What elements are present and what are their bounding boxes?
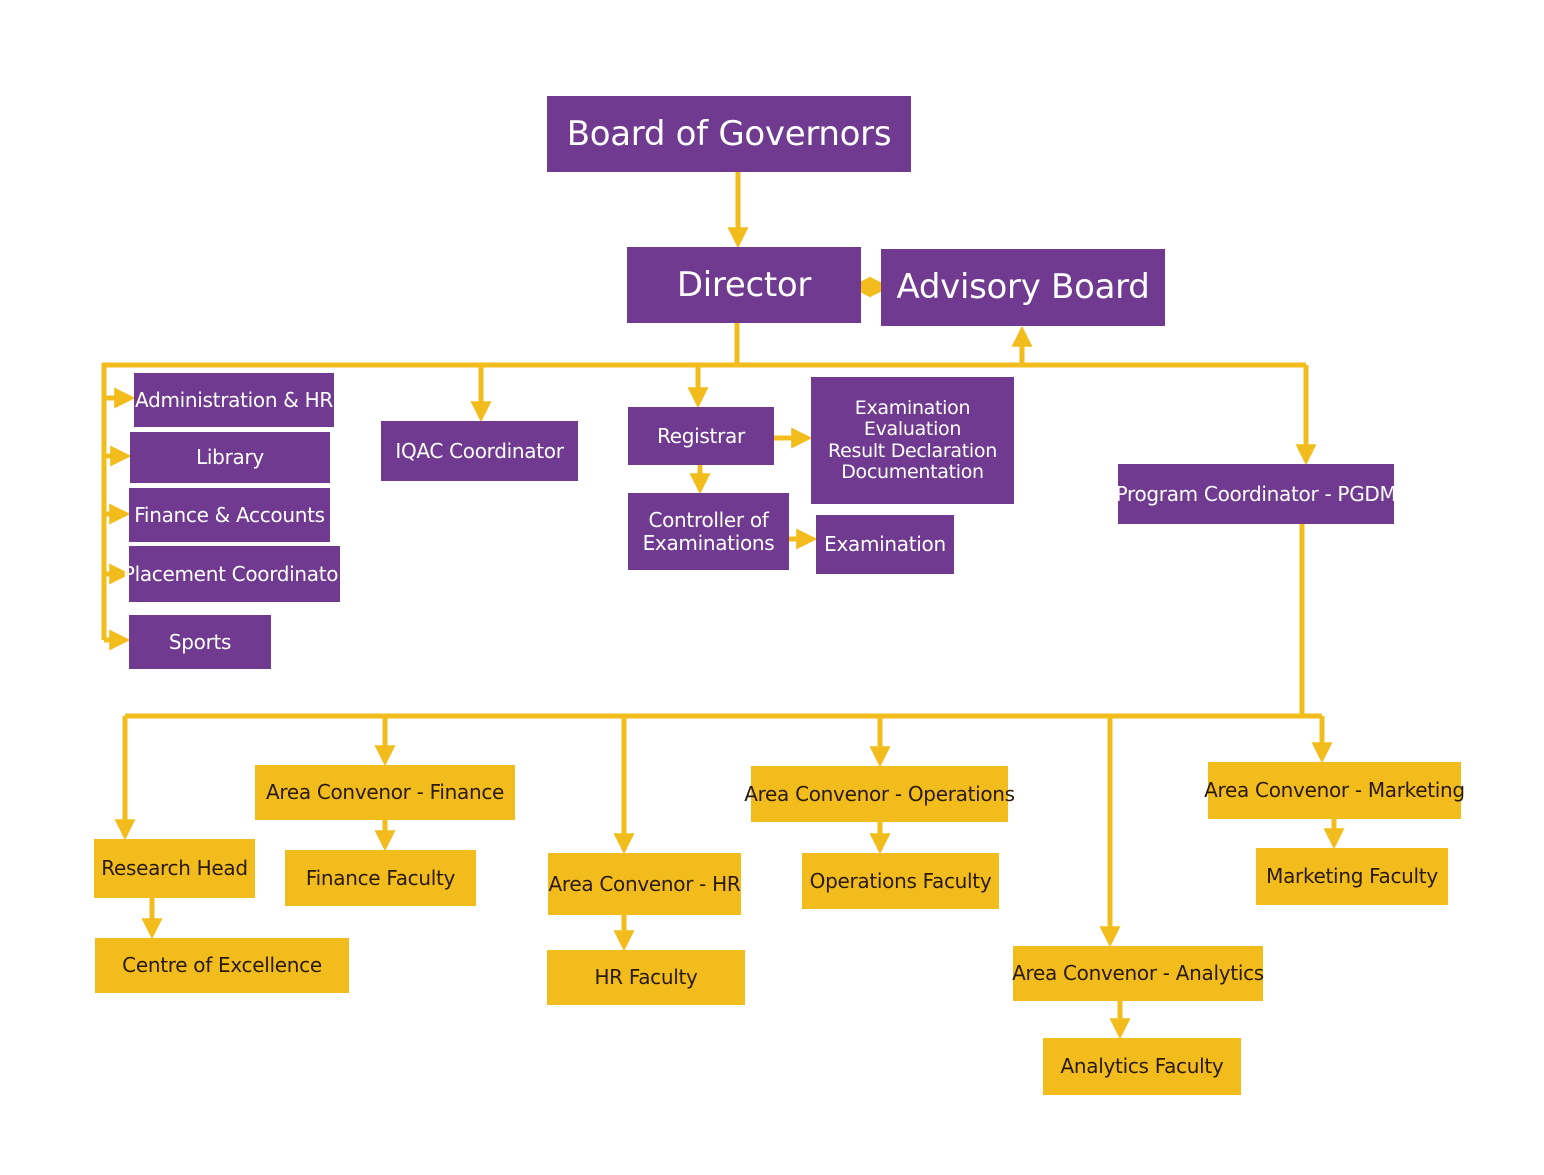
node-area-convenor-operations: Area Convenor - Operations [744, 766, 1015, 822]
node-hr-faculty: HR Faculty [547, 950, 745, 1005]
node-director: Director [627, 247, 861, 323]
node-iqac-coordinator: IQAC Coordinator [381, 421, 578, 481]
node-registrar-duties: Examination Evaluation Result Declaratio… [811, 377, 1014, 504]
node-operations-faculty: Operations Faculty [802, 853, 999, 909]
controller-line-1: Controller of [648, 508, 769, 533]
duty-examination: Examination [854, 396, 971, 419]
node-finance-accounts: Finance & Accounts [129, 488, 330, 542]
node-analytics-faculty: Analytics Faculty [1043, 1038, 1241, 1095]
node-administration-hr: Administration & HR [134, 373, 334, 427]
duty-documentation: Documentation [841, 460, 984, 483]
controller-line-2: Examinations [642, 530, 775, 555]
node-finance-faculty: Finance Faculty [285, 850, 476, 906]
connector-main-bus [101, 362, 1306, 640]
node-area-convenor-hr: Area Convenor - HR [548, 853, 741, 915]
node-area-convenor-marketing: Area Convenor - Marketing [1204, 762, 1465, 819]
duty-result-declaration: Result Declaration [828, 439, 997, 462]
node-program-coordinator: Program Coordinator - PGDM [1116, 464, 1397, 524]
node-marketing-faculty: Marketing Faculty [1256, 848, 1448, 905]
node-research-head: Research Head [94, 839, 255, 898]
node-registrar: Registrar [628, 407, 774, 465]
node-placement-coordinator: Placement Coordinator [123, 546, 346, 602]
node-controller-of-examinations: Controller of Examinations [628, 493, 789, 570]
node-centre-of-excellence: Centre of Excellence [95, 938, 349, 993]
node-area-convenor-finance: Area Convenor - Finance [255, 765, 515, 820]
node-area-convenor-analytics: Area Convenor - Analytics [1012, 946, 1264, 1001]
node-sports: Sports [129, 615, 271, 669]
node-examination: Examination [816, 515, 954, 574]
duty-evaluation: Evaluation [863, 418, 962, 441]
node-advisory-board: Advisory Board [881, 249, 1165, 326]
node-library: Library [130, 432, 330, 483]
node-board-of-governors: Board of Governors [547, 96, 911, 172]
